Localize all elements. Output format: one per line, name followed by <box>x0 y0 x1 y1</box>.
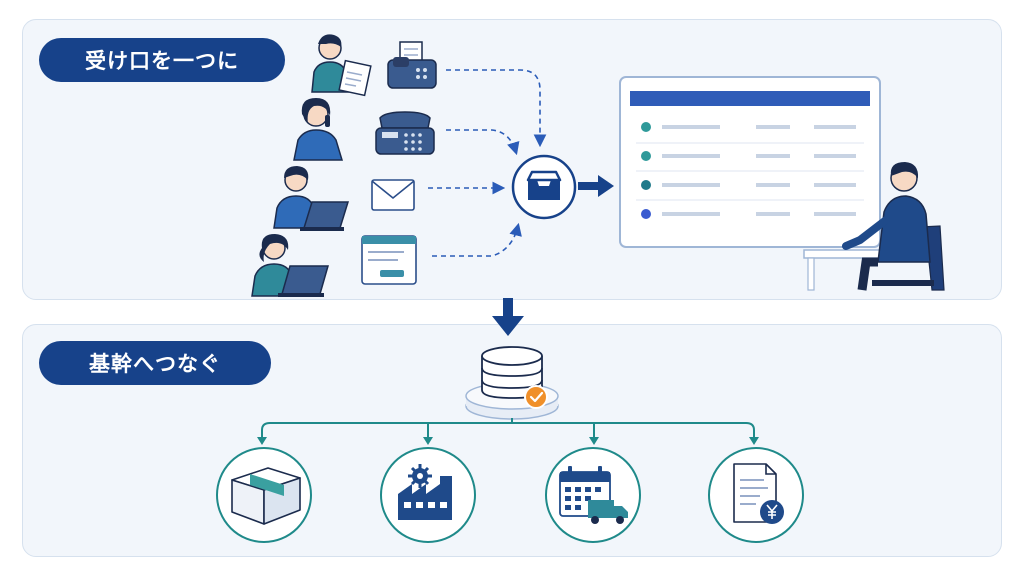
core-system-factory <box>380 447 476 543</box>
hub-to-screen-arrow <box>578 175 614 197</box>
checkmark-icon <box>524 385 548 409</box>
core-system-inventory <box>216 447 312 543</box>
person-with-laptop <box>251 234 329 297</box>
core-arrowheads <box>257 437 759 445</box>
operator-at-desk <box>803 162 945 291</box>
schedule-delivery-icon <box>559 466 628 524</box>
email-icon <box>371 179 415 211</box>
person-with-laptop <box>273 166 350 231</box>
factory-icon <box>398 464 452 520</box>
unified-list-screen <box>619 76 881 248</box>
down-arrow <box>492 298 524 336</box>
core-system-billing <box>708 447 804 543</box>
list-row <box>636 151 864 172</box>
invoice-yen-icon <box>733 463 784 524</box>
intake-section-title: 受け口を一つに <box>39 38 285 82</box>
fax-icon <box>387 41 437 89</box>
list-row <box>636 122 864 144</box>
list-row <box>641 209 856 219</box>
telephone-icon <box>375 111 435 155</box>
inbox-icon <box>511 154 577 220</box>
core-section-title: 基幹へつなぐ <box>39 341 271 385</box>
database-icon <box>465 346 559 420</box>
core-system-scheduling <box>545 447 641 543</box>
intake-arrows <box>428 69 547 257</box>
web-form-icon <box>361 235 417 285</box>
list-row <box>636 180 864 201</box>
person-on-phone <box>293 98 344 161</box>
core-connectors <box>261 418 755 440</box>
inventory-box-icon <box>231 467 301 525</box>
person-with-document <box>311 34 372 97</box>
